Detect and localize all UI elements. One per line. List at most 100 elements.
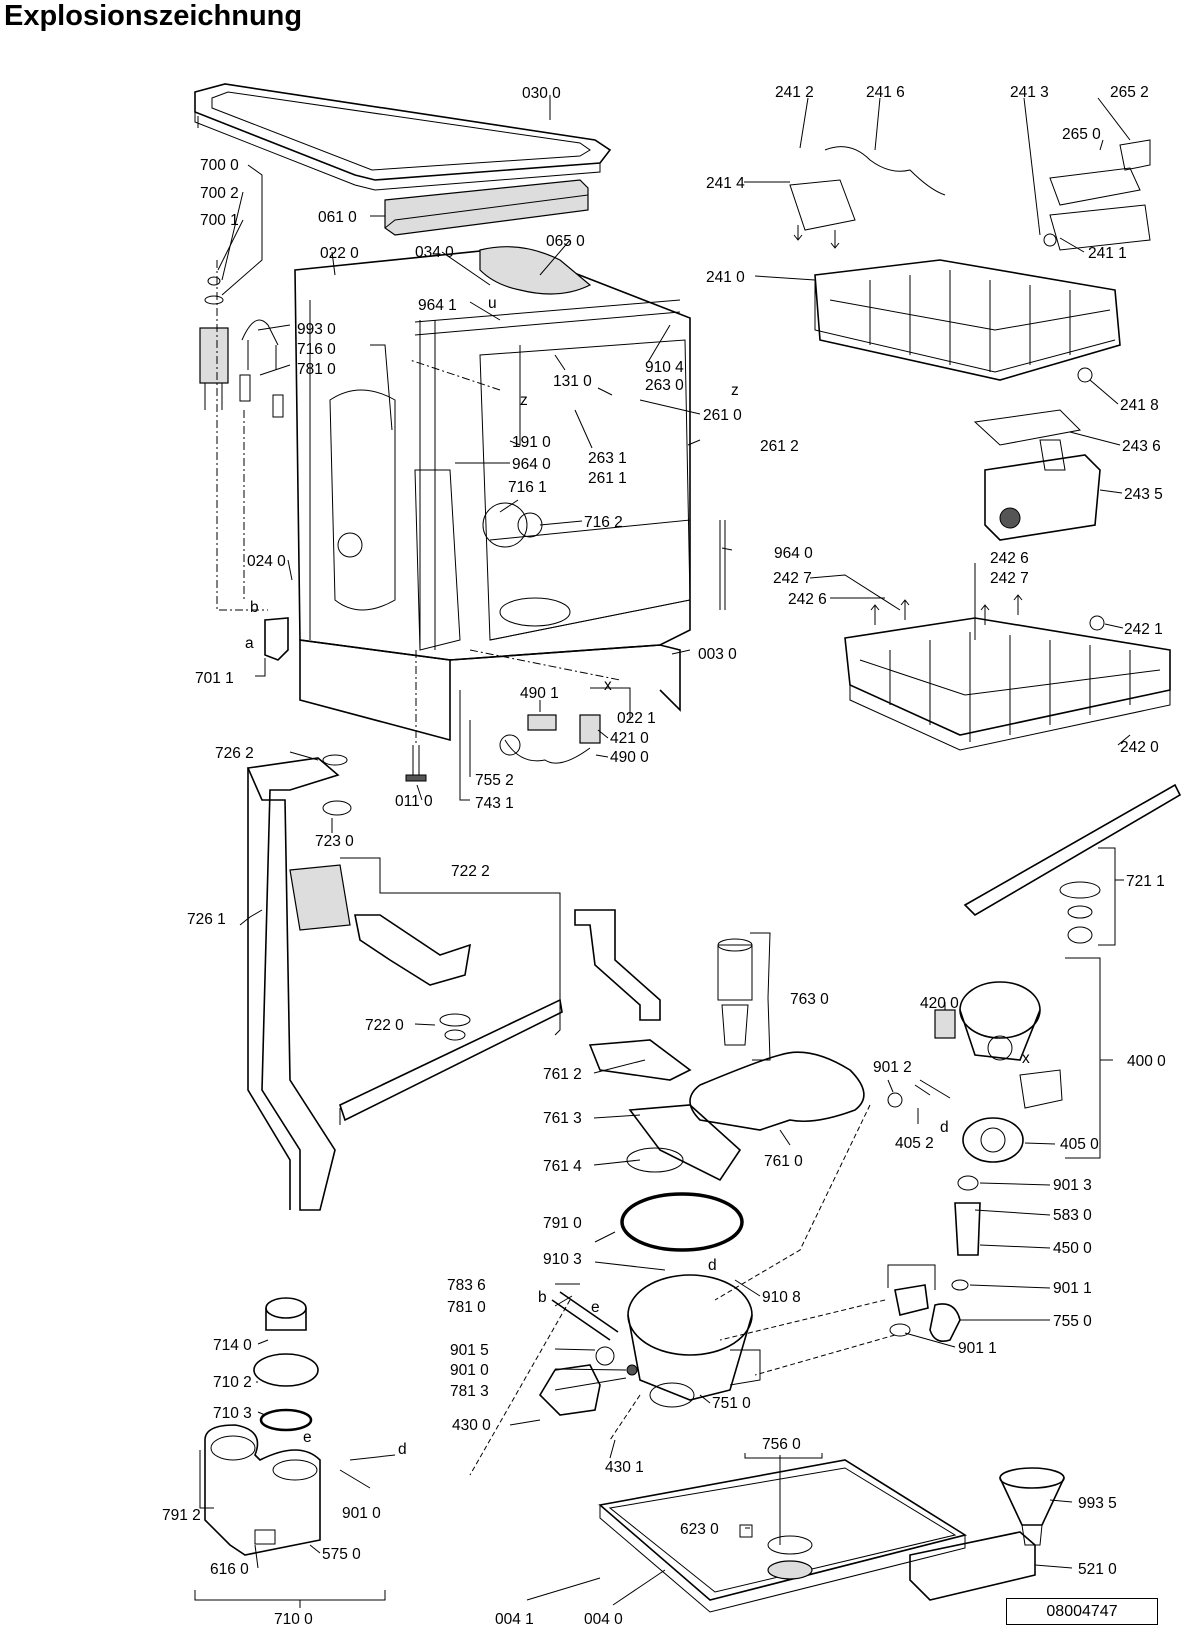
part-label: 243 6 xyxy=(1122,438,1161,455)
part-label: 901 0 xyxy=(342,1505,381,1522)
part-label: 261 1 xyxy=(588,470,627,487)
part-label: 241 2 xyxy=(775,84,814,101)
lower-spray-arm-drawing xyxy=(339,914,563,1122)
part-label: 265 2 xyxy=(1110,84,1149,101)
part-label: 761 3 xyxy=(543,1110,582,1127)
part-label: 400 0 xyxy=(1127,1053,1166,1070)
callout-letter: x xyxy=(604,677,612,694)
callout-letter: b xyxy=(538,1289,547,1306)
part-label: 910 4 xyxy=(645,359,684,376)
part-label: 701 1 xyxy=(195,670,234,687)
part-label: 004 1 xyxy=(495,1611,534,1628)
part-label: 964 1 xyxy=(418,297,457,314)
part-label: 430 1 xyxy=(605,1459,644,1476)
part-label: 791 2 xyxy=(162,1507,201,1524)
part-label: 011 0 xyxy=(395,793,433,810)
part-label: 450 0 xyxy=(1053,1240,1092,1257)
part-label: 421 0 xyxy=(610,730,649,747)
part-label: 242 7 xyxy=(990,570,1029,587)
drain-pump-drawing xyxy=(889,1175,981,1343)
part-label: 034 0 xyxy=(415,244,454,261)
part-label: 583 0 xyxy=(1053,1207,1092,1224)
circulation-pump-drawing xyxy=(887,981,1063,1163)
part-label: 521 0 xyxy=(1078,1561,1117,1578)
part-label: 024 0 xyxy=(247,553,286,570)
part-label: 265 0 xyxy=(1062,126,1101,143)
part-label: 993 5 xyxy=(1078,1495,1117,1512)
part-label: 490 0 xyxy=(610,749,649,766)
part-label: 242 0 xyxy=(1120,739,1159,756)
callout-letter: u xyxy=(488,295,497,312)
part-label: 964 0 xyxy=(774,545,813,562)
worktop-drawing xyxy=(194,83,612,191)
lower-basket-drawing xyxy=(844,615,1171,751)
page-title: Explosionszeichnung xyxy=(4,0,303,32)
heater-drawing xyxy=(551,1291,638,1376)
part-label: 242 7 xyxy=(773,570,812,587)
foot-drawing xyxy=(405,745,427,782)
callout-letter: z xyxy=(520,392,528,409)
part-label: 763 0 xyxy=(790,991,829,1008)
part-label: 714 0 xyxy=(213,1337,252,1354)
callout-letter: x xyxy=(1022,1050,1030,1067)
part-label: 065 0 xyxy=(546,233,585,250)
callout-letter: e xyxy=(303,1429,312,1446)
callout-letter: d xyxy=(940,1119,949,1136)
tub-frame-drawing xyxy=(294,246,726,742)
part-label: 783 6 xyxy=(447,1277,486,1294)
callout-letter: e xyxy=(591,1299,600,1316)
leader-lines xyxy=(194,95,1131,1608)
part-label: 241 6 xyxy=(866,84,905,101)
part-label: 755 2 xyxy=(475,772,514,789)
part-label: 901 2 xyxy=(873,1059,912,1076)
part-label: 726 2 xyxy=(215,745,254,762)
part-label: 700 0 xyxy=(200,157,239,174)
part-labels: 030 0 700 0 700 2 700 1 061 0 022 0 034 … xyxy=(162,84,1166,1628)
upper-basket-drawing xyxy=(814,259,1121,381)
gasket-drawing xyxy=(620,1192,744,1252)
water-softener-drawing xyxy=(204,1297,396,1556)
part-label: 003 0 xyxy=(698,646,737,663)
part-label: 191 0 xyxy=(512,434,551,451)
fine-filter-drawing xyxy=(689,1051,865,1131)
filter-drawing xyxy=(717,938,753,1046)
part-label: 761 0 xyxy=(764,1153,803,1170)
part-label: 623 0 xyxy=(680,1521,719,1538)
part-label: 710 3 xyxy=(213,1405,252,1422)
part-label: 726 1 xyxy=(187,911,226,928)
cutlery-basket-drawing xyxy=(973,409,1101,541)
part-label: 243 5 xyxy=(1124,486,1163,503)
part-label: 490 1 xyxy=(520,685,559,702)
part-label: 241 3 xyxy=(1010,84,1049,101)
part-label: 061 0 xyxy=(318,209,357,226)
part-label: 791 0 xyxy=(543,1215,582,1232)
part-label: 700 1 xyxy=(200,212,239,229)
part-label: 261 2 xyxy=(760,438,799,455)
part-label: 241 1 xyxy=(1088,245,1127,262)
part-label: 575 0 xyxy=(322,1546,361,1563)
sump-drawing xyxy=(538,1274,761,1416)
funnel-drawing xyxy=(999,1467,1065,1546)
part-label: 700 2 xyxy=(200,185,239,202)
part-label: 761 4 xyxy=(543,1158,582,1175)
part-label: 716 1 xyxy=(508,479,547,496)
part-label: 261 0 xyxy=(703,407,742,424)
part-label: 722 0 xyxy=(365,1017,404,1034)
part-label: 781 0 xyxy=(447,1299,486,1316)
part-label: 723 0 xyxy=(315,833,354,850)
part-label: 743 1 xyxy=(475,795,514,812)
part-label: 716 2 xyxy=(584,514,623,531)
part-label: 030 0 xyxy=(522,85,561,102)
direction-arrows xyxy=(793,225,1023,625)
part-label: 901 1 xyxy=(958,1340,997,1357)
part-label: 781 0 xyxy=(297,361,336,378)
part-label: 022 0 xyxy=(320,245,359,262)
sump-pipe-drawing xyxy=(574,909,742,1182)
part-label: 755 0 xyxy=(1053,1313,1092,1330)
electrical-parts-drawing xyxy=(499,714,601,764)
part-label: 710 0 xyxy=(274,1611,313,1628)
part-label: 004 0 xyxy=(584,1611,623,1628)
part-label: 241 0 xyxy=(706,269,745,286)
bracket-drawing xyxy=(264,617,289,661)
